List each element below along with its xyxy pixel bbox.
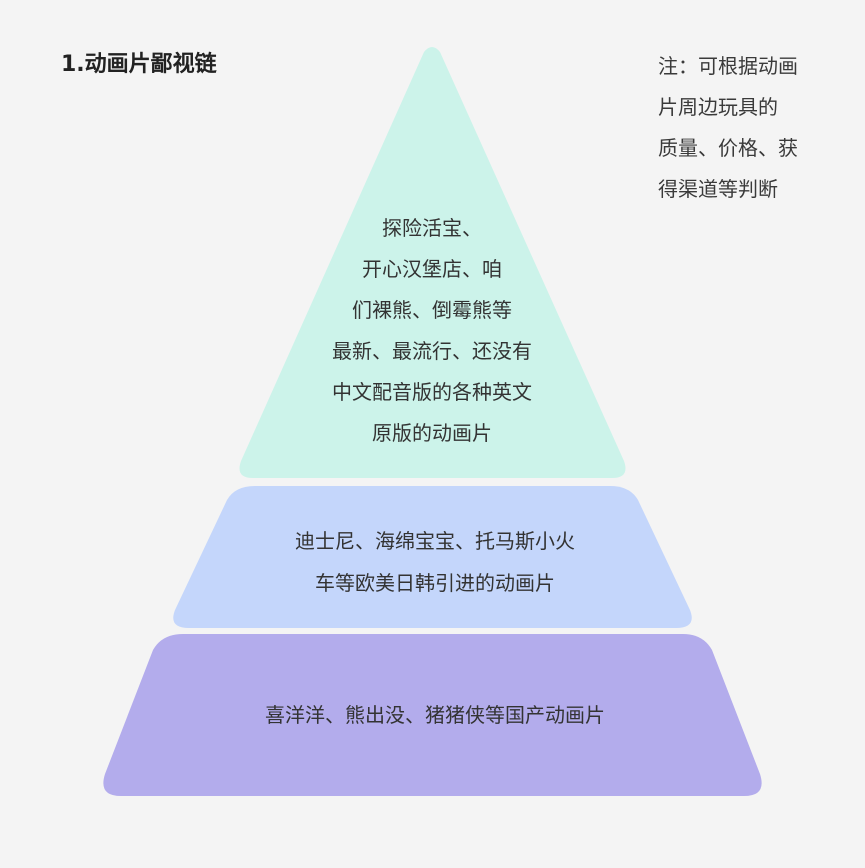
pyramid-tier-bottom bbox=[103, 634, 762, 796]
note-line: 片周边玩具的 bbox=[658, 95, 778, 119]
tier-bottom-line: 喜洋洋、熊出没、猪猪侠等国产动画片 bbox=[265, 703, 605, 727]
tier-top-line: 中文配音版的各种英文 bbox=[332, 380, 532, 404]
note-line: 质量、价格、获 bbox=[658, 136, 798, 160]
tier-middle-text: 迪士尼、海绵宝宝、托马斯小火 车等欧美日韩引进的动画片 bbox=[180, 520, 690, 604]
note-line: 注：可根据动画 bbox=[658, 54, 798, 78]
pyramid-tier-middle bbox=[173, 486, 692, 628]
tier-top-text: 探险活宝、 开心汉堡店、咱 们裸熊、倒霉熊等 最新、最流行、还没有 中文配音版的… bbox=[232, 208, 632, 454]
tier-top-line: 们裸熊、倒霉熊等 bbox=[352, 298, 512, 322]
note-line: 得渠道等判断 bbox=[658, 177, 778, 201]
side-note: 注：可根据动画 片周边玩具的 质量、价格、获 得渠道等判断 bbox=[658, 46, 833, 210]
tier-bottom-text: 喜洋洋、熊出没、猪猪侠等国产动画片 bbox=[110, 696, 760, 734]
tier-top-line: 探险活宝、 bbox=[382, 216, 482, 240]
tier-top-line: 原版的动画片 bbox=[372, 421, 492, 445]
tier-middle-line: 迪士尼、海绵宝宝、托马斯小火 bbox=[295, 529, 575, 553]
page-title: 1.动画片鄙视链 bbox=[61, 52, 217, 77]
pyramid-tier-top bbox=[239, 47, 626, 478]
tier-middle-line: 车等欧美日韩引进的动画片 bbox=[315, 571, 555, 595]
tier-top-line: 开心汉堡店、咱 bbox=[362, 257, 502, 281]
tier-top-line: 最新、最流行、还没有 bbox=[332, 339, 532, 363]
